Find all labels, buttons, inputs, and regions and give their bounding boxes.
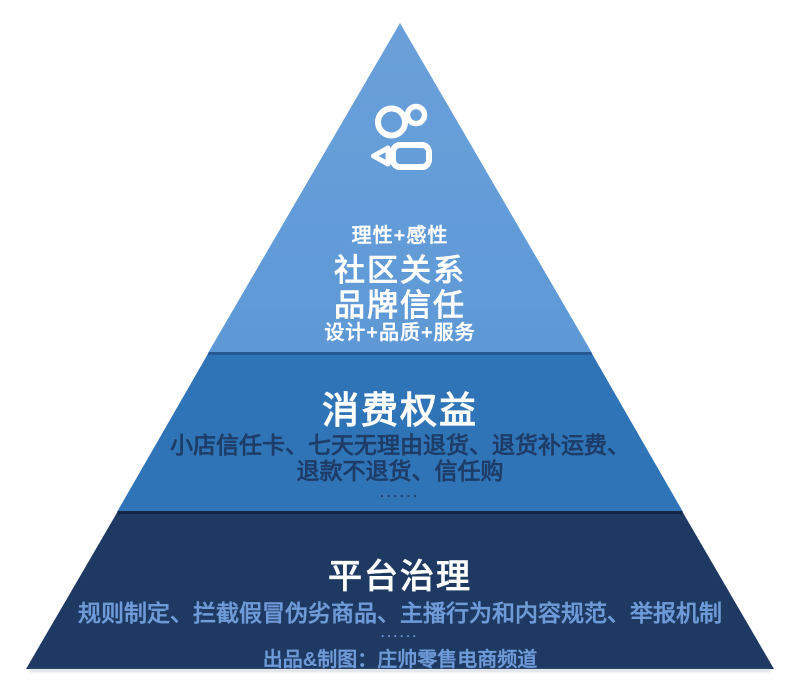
tier-middle-heading: 消费权益: [322, 390, 478, 431]
credit-caption: 出品&制图：庄帅零售电商频道: [262, 649, 538, 671]
tier-top-heading-line2: 品牌信任: [334, 288, 466, 323]
tier-middle-subtitle-line2: 退款不退货、信任购: [296, 458, 504, 484]
tier-bottom-subtitle: 规则制定、拦截假冒伪劣商品、主播行为和内容规范、举报机制: [78, 600, 722, 626]
tier-top-subtitle-upper: 理性+感性: [351, 225, 449, 247]
tier-middle-subtitle-line1: 小店信任卡、七天无理由退货、退货补运费、: [170, 432, 630, 458]
tier-top-heading-line1: 社区关系: [334, 253, 466, 288]
tier-bottom-heading: 平台治理: [328, 558, 472, 596]
kuaishou-logo-icon: [371, 103, 432, 170]
tier-middle-ellipsis: ......: [380, 485, 420, 500]
tier-bottom-ellipsis: ......: [380, 626, 419, 640]
pyramid-base-shadow: [30, 669, 770, 672]
tier-top-subtitle-lower: 设计+品质+服务: [324, 322, 476, 344]
